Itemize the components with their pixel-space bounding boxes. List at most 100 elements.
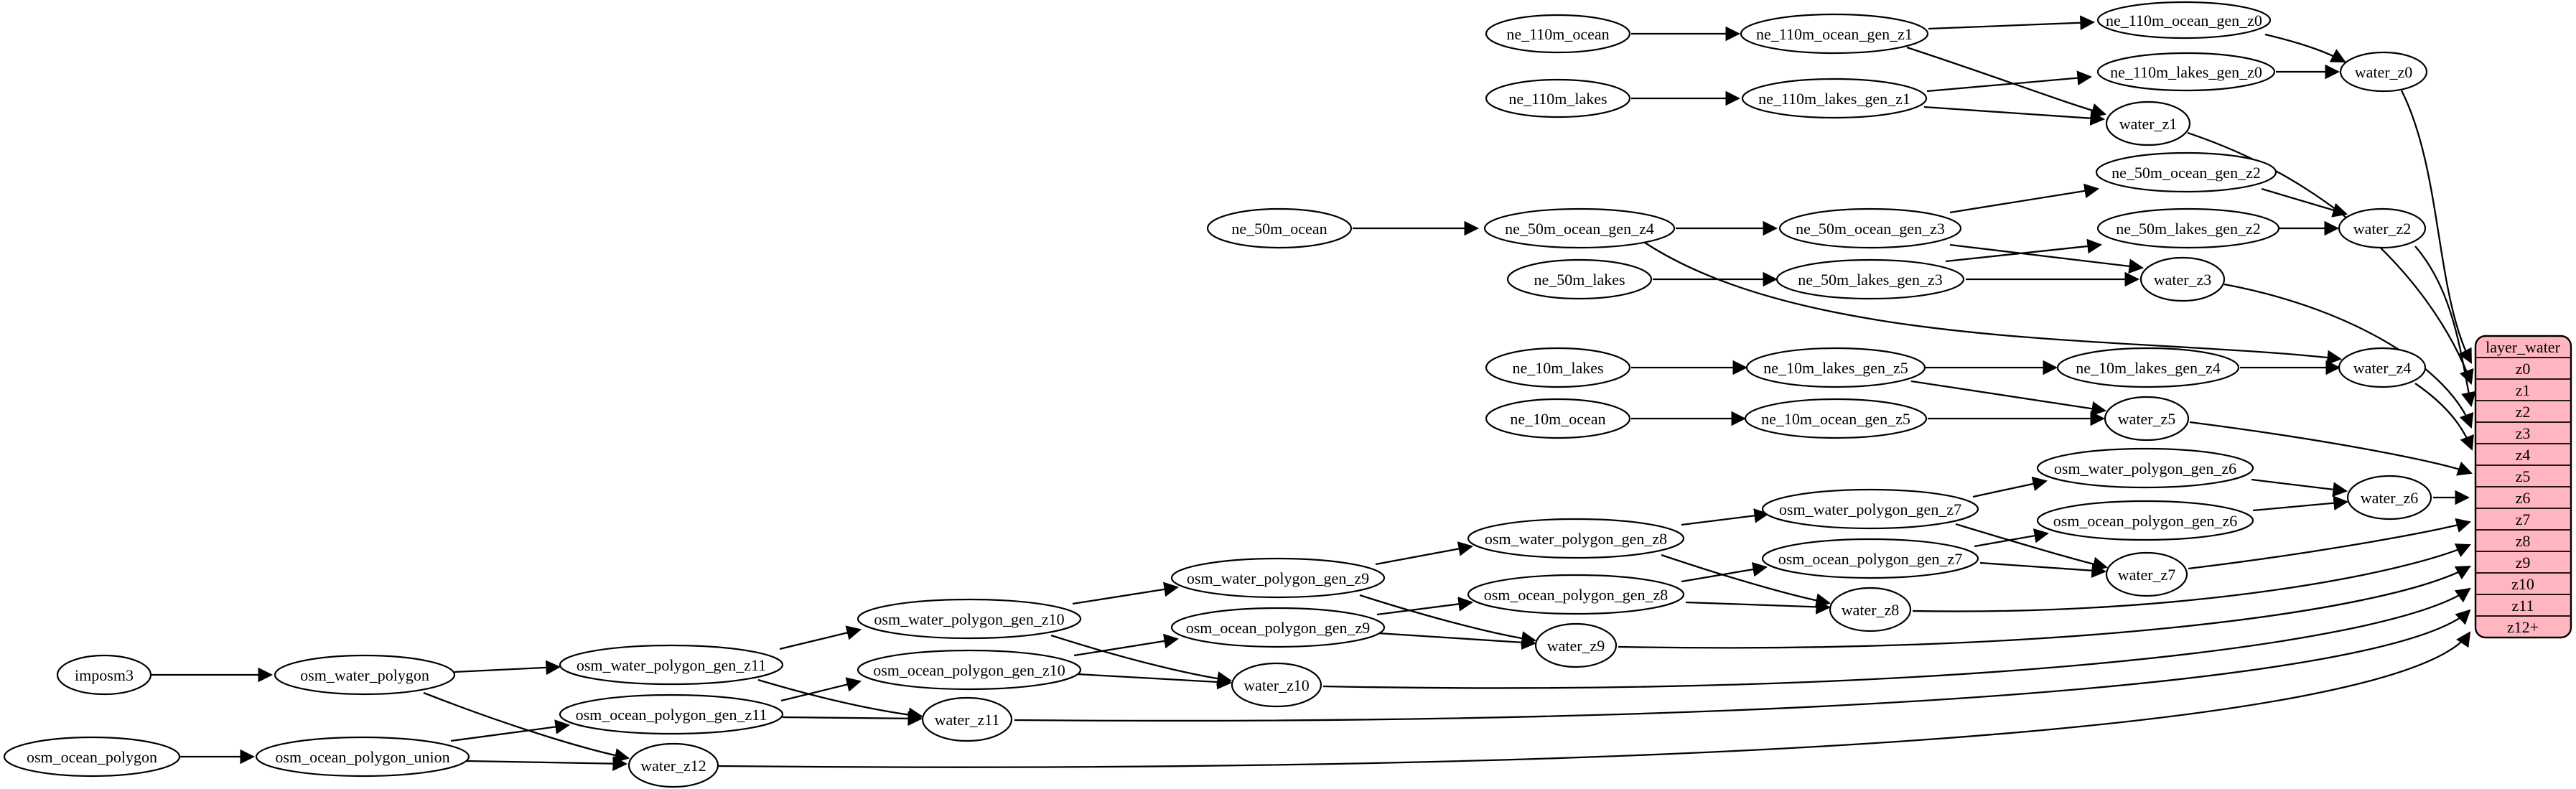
svg-text:osm_ocean_polygon_gen_z8: osm_ocean_polygon_gen_z8 [1484,586,1669,604]
node-osm_water_polygon_gen_z9: osm_water_polygon_gen_z9 [1170,557,1386,599]
svg-text:water_z10: water_z10 [1243,676,1310,694]
svg-text:water_z2: water_z2 [2353,220,2412,238]
svg-text:ne_110m_ocean_gen_z0: ne_110m_ocean_gen_z0 [2106,11,2262,29]
edge-water_z2-to-layer_water-z2 [2414,246,2476,408]
node-osm_ocean_polygon_gen_z8: osm_ocean_polygon_gen_z8 [1467,574,1685,615]
edge-water_z8-to-layer_water-z8 [1912,543,2471,612]
edge-osm_ocean_polygon_gen_z11-to-water_z11 [782,711,923,727]
edge-ne_50m_ocean_gen_z3-to-water_z3 [1949,243,2145,274]
node-water_z8: water_z8 [1829,587,1912,632]
node-ne_50m_ocean_gen_z4: ne_50m_ocean_gen_z4 [1483,207,1676,249]
node-osm_water_polygon_gen_z11: osm_water_polygon_gen_z11 [559,644,784,686]
edge-osm_water_polygon_gen_z7-to-osm_water_polygon_gen_z6 [1972,476,2048,498]
layer-water-row-z5: z5 [2516,467,2531,485]
svg-text:water_z1: water_z1 [2119,115,2178,133]
node-ne_50m_lakes_gen_z3: ne_50m_lakes_gen_z3 [1775,258,1965,300]
edge-osm_ocean_polygon_gen_z11-to-osm_ocean_polygon_gen_z10 [780,677,862,702]
svg-text:water_z12: water_z12 [640,757,706,775]
svg-text:ne_10m_ocean: ne_10m_ocean [1510,410,1605,428]
node-osm_ocean_polygon_gen_z6: osm_ocean_polygon_gen_z6 [2036,500,2254,541]
edge-ne_110m_ocean_gen_z0-to-water_z0 [2264,33,2346,63]
node-imposm3: imposm3 [56,654,152,696]
svg-text:ne_110m_ocean: ne_110m_ocean [1506,25,1609,43]
svg-text:osm_ocean_polygon_gen_z10: osm_ocean_polygon_gen_z10 [873,661,1065,679]
edge-osm_water_polygon_gen_z11-to-osm_water_polygon_gen_z10 [779,625,862,650]
node-water_z7: water_z7 [2105,551,2188,597]
edge-water_z0-to-layer_water-z0 [2400,90,2473,364]
svg-text:water_z8: water_z8 [1842,601,1900,619]
layer-water-row-z4: z4 [2516,446,2531,464]
node-ne_110m_ocean_gen_z1: ne_110m_ocean_gen_z1 [1740,13,1929,55]
edge-osm_ocean_polygon_gen_z7-to-water_z7 [1979,561,2107,579]
edge-water_z7-to-layer_water-z7 [2188,518,2471,570]
node-osm_ocean_polygon_gen_z10: osm_ocean_polygon_gen_z10 [857,649,1082,691]
edge-water_z10-to-layer_water-z10 [1322,587,2471,689]
node-water_z1: water_z1 [2105,101,2191,146]
edge-ne_110m_lakes_gen_z1-to-ne_110m_lakes_gen_z0 [1926,70,2093,93]
layer-water-row-z3: z3 [2516,424,2531,442]
edge-osm_water_polygon_gen_z9-to-osm_water_polygon_gen_z8 [1375,541,1474,566]
svg-text:ne_50m_ocean_gen_z3: ne_50m_ocean_gen_z3 [1796,220,1945,238]
layer-water-row-z10: z10 [2511,575,2534,593]
node-water_z6: water_z6 [2346,475,2432,520]
edge-ne_50m_ocean_gen_z2-to-water_z2 [2261,187,2348,218]
edge-water_z9-to-layer_water-z9 [1618,565,2471,649]
edge-osm_ocean_polygon_gen_z8-to-osm_ocean_polygon_gen_z7 [1681,561,1768,583]
svg-text:osm_water_polygon_gen_z10: osm_water_polygon_gen_z10 [874,610,1064,628]
edge-osm_ocean_polygon_gen_z9-to-water_z9 [1378,632,1537,650]
svg-text:ne_50m_ocean_gen_z4: ne_50m_ocean_gen_z4 [1505,220,1654,238]
node-ne_10m_ocean_gen_z5: ne_10m_ocean_gen_z5 [1744,398,1928,439]
layer-water-row-z6: z6 [2516,489,2531,507]
svg-text:ne_110m_lakes_gen_z1: ne_110m_lakes_gen_z1 [1758,90,1910,108]
svg-text:osm_water_polygon_gen_z11: osm_water_polygon_gen_z11 [577,656,766,674]
layer-water-row-z11: z11 [2512,597,2534,615]
svg-text:osm_water_polygon: osm_water_polygon [300,666,429,684]
edge-osm_ocean_polygon_gen_z7-to-osm_ocean_polygon_gen_z6 [1974,528,2050,548]
node-ne_10m_lakes_gen_z5: ne_10m_lakes_gen_z5 [1745,347,1926,388]
node-ne_110m_lakes_gen_z1: ne_110m_lakes_gen_z1 [1741,78,1928,119]
edge-osm_ocean_polygon_gen_z9-to-osm_ocean_polygon_gen_z8 [1376,597,1474,616]
edge-water_z3-to-layer_water-z3 [2223,283,2474,429]
edge-osm_ocean_polygon_union-to-water_z12 [466,756,628,772]
svg-text:ne_110m_lakes: ne_110m_lakes [1508,90,1607,108]
edge-osm_ocean_polygon_union-to-osm_ocean_polygon_gen_z11 [450,719,571,742]
svg-text:osm_ocean_polygon: osm_ocean_polygon [27,748,157,766]
node-osm_ocean_polygon_gen_z9: osm_ocean_polygon_gen_z9 [1170,607,1386,648]
node-water_z2: water_z2 [2338,207,2427,249]
edge-osm_ocean_polygon_gen_z10-to-water_z10 [1076,673,1233,690]
edge-osm_water_polygon_gen_z8-to-osm_water_polygon_gen_z7 [1681,508,1770,526]
node-water_z3: water_z3 [2139,256,2226,302]
svg-text:imposm3: imposm3 [75,666,134,684]
node-osm_ocean_polygon_gen_z11: osm_ocean_polygon_gen_z11 [559,694,784,735]
edge-water_z4-to-layer_water-z4 [2414,383,2474,451]
edge-ne_110m_ocean_gen_z1-to-water_z1 [1906,46,2106,118]
svg-text:water_z7: water_z7 [2118,566,2176,584]
node-ne_50m_ocean_gen_z3: ne_50m_ocean_gen_z3 [1778,207,1962,249]
layer-water-row-z0: z0 [2516,360,2531,378]
svg-text:osm_ocean_polygon_gen_z11: osm_ocean_polygon_gen_z11 [576,706,767,724]
node-osm_water_polygon: osm_water_polygon [274,654,456,696]
nodes: ne_110m_ocean ne_110m_ocean_gen_z1 ne_11… [3,1,2432,788]
svg-text:ne_10m_lakes_gen_z4: ne_10m_lakes_gen_z4 [2076,359,2221,377]
node-osm_water_polygon_gen_z10: osm_water_polygon_gen_z10 [857,598,1082,640]
node-ne_10m_lakes: ne_10m_lakes [1485,347,1631,388]
svg-text:osm_ocean_polygon_gen_z9: osm_ocean_polygon_gen_z9 [1186,619,1371,637]
node-water_z11: water_z11 [921,696,1013,742]
svg-text:osm_water_polygon_gen_z9: osm_water_polygon_gen_z9 [1187,569,1369,587]
edge-osm_water_polygon_gen_z10-to-osm_water_polygon_gen_z9 [1072,582,1180,605]
edge-osm_ocean_polygon_gen_z10-to-osm_ocean_polygon_gen_z9 [1073,633,1180,657]
svg-text:water_z5: water_z5 [2118,410,2176,428]
edges [151,15,2476,772]
node-osm_water_polygon_gen_z6: osm_water_polygon_gen_z6 [2036,447,2254,489]
edge-ne_110m_ocean_gen_z1-to-ne_110m_ocean_gen_z0 [1928,15,2096,31]
layer-water-row-z9: z9 [2516,554,2531,571]
layer-water-row-z8: z8 [2516,532,2531,550]
svg-text:osm_water_polygon_gen_z7: osm_water_polygon_gen_z7 [1779,500,1961,518]
svg-text:water_z0: water_z0 [2355,63,2413,81]
layer-water-row-z2: z2 [2516,403,2531,421]
node-osm_water_polygon_gen_z7: osm_water_polygon_gen_z7 [1761,488,1979,530]
svg-text:water_z9: water_z9 [1547,637,1605,655]
svg-text:ne_10m_lakes: ne_10m_lakes [1512,359,1603,377]
